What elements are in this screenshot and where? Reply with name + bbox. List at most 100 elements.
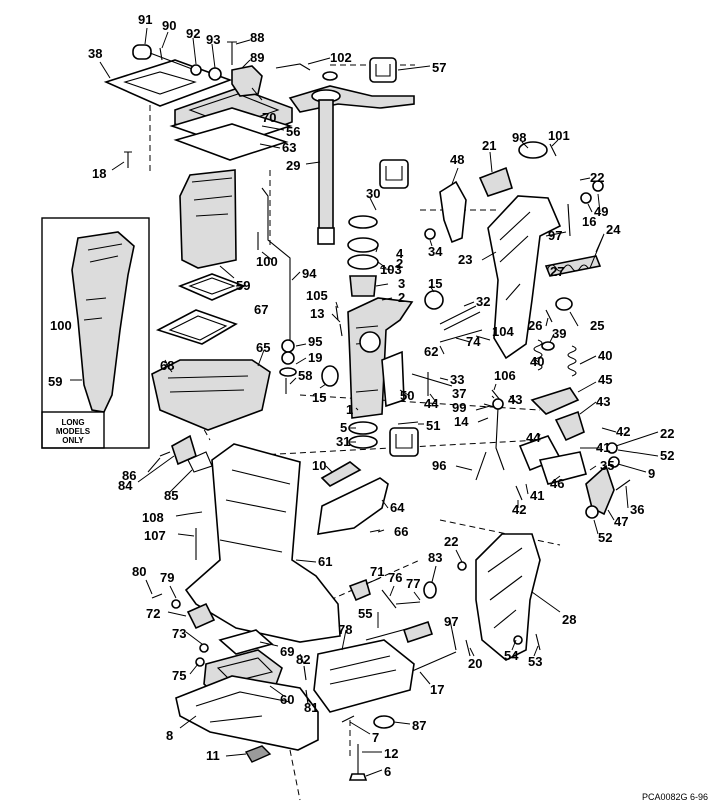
swivel-bracket-group [321, 159, 505, 471]
callout-43b: 43 [596, 394, 610, 409]
screw-101 [549, 143, 557, 157]
callout-77: 77 [406, 576, 420, 591]
callout-48: 48 [450, 152, 464, 167]
callout-19: 19 [308, 350, 322, 365]
spring-27 [547, 264, 589, 272]
steering-group [275, 57, 415, 245]
tilt-lever-21 [478, 166, 513, 197]
callout-75: 75 [172, 668, 186, 683]
exhaust-housing-group [151, 169, 297, 431]
link-48 [439, 180, 467, 244]
bolt-51 [397, 421, 419, 425]
callout-6: 6 [384, 764, 391, 779]
washer-49 [592, 180, 604, 192]
callout-56: 56 [286, 124, 300, 139]
callout-27: 27 [550, 264, 564, 279]
callout-53: 53 [528, 654, 542, 669]
inset-note-line-1: LONG [61, 418, 84, 427]
washer-93 [208, 67, 222, 81]
nut-6 [348, 773, 368, 781]
callout-71: 71 [370, 564, 384, 579]
callout-44b: 44 [526, 430, 541, 445]
callout-7: 7 [372, 730, 379, 745]
callout-44a: 44 [424, 396, 439, 411]
callout-22b: 22 [660, 426, 674, 441]
washer-83 [423, 581, 437, 599]
callout-32: 32 [476, 294, 490, 309]
callout-3: 3 [398, 276, 405, 291]
callout-15a: 15 [428, 276, 442, 291]
callout-38: 38 [88, 46, 102, 61]
steering-arm-29 [288, 85, 415, 113]
callout-18: 18 [92, 166, 106, 181]
screw-82 [303, 665, 307, 681]
seal-10 [320, 461, 362, 487]
rod-96 [475, 451, 487, 481]
callout-63: 63 [282, 140, 296, 155]
cover-78 [313, 639, 415, 713]
washer-9 [608, 456, 620, 468]
callout-40b: 40 [598, 348, 612, 363]
bushing-5 [348, 421, 378, 435]
screw-20 [465, 639, 471, 657]
callout-64: 64 [390, 500, 405, 515]
cap-39 [541, 341, 555, 351]
screw-80 [151, 593, 163, 599]
callout-95: 95 [308, 334, 322, 349]
callout-66: 66 [394, 524, 408, 539]
bushing-55 [402, 620, 434, 644]
callout-29: 29 [286, 158, 300, 173]
callout-99: 99 [452, 400, 466, 415]
plate-84 [171, 434, 197, 466]
callout-108: 108 [142, 510, 164, 525]
washer-99 [492, 398, 504, 410]
callout-87: 87 [412, 718, 426, 733]
lock-plate-45 [530, 387, 580, 415]
callout-105: 105 [306, 288, 328, 303]
clamp-bracket-28 [475, 533, 541, 661]
lower-pan-8 [175, 675, 319, 751]
callout-85: 85 [164, 488, 178, 503]
callout-84: 84 [118, 478, 133, 493]
callout-9: 9 [648, 466, 655, 481]
callout-92: 92 [186, 26, 200, 41]
callout-104: 104 [492, 324, 514, 339]
callout-61: 61 [318, 554, 332, 569]
bolt-36 [615, 479, 631, 491]
callout-79: 79 [160, 570, 174, 585]
callout-103: 103 [380, 262, 402, 277]
bushing-3 [349, 275, 377, 297]
bolt-108 [187, 511, 203, 515]
callout-83: 83 [428, 550, 442, 565]
pin-32 [439, 305, 481, 331]
shaft-spline [317, 227, 335, 245]
callout-13: 13 [310, 306, 324, 321]
callout-35: 35 [600, 458, 614, 473]
washer-54 [513, 635, 523, 645]
screw-86 [159, 451, 171, 457]
leader-lines [70, 27, 659, 777]
callout-15b: 15 [312, 390, 326, 405]
seal-31 [348, 435, 378, 449]
callout-23: 23 [458, 252, 472, 267]
clamp-bracket-group [409, 533, 541, 673]
inset-note-line-2: MODELS [56, 427, 91, 436]
inset-note-frame [41, 411, 105, 449]
callout-labels: 91 90 92 93 88 89 102 57 38 70 56 63 18 … [48, 12, 674, 779]
rod-17 [409, 651, 457, 673]
bracket-72 [186, 602, 216, 630]
callout-49: 49 [594, 204, 608, 219]
callout-106: 106 [494, 368, 516, 383]
callout-52b: 52 [598, 530, 612, 545]
callout-72: 72 [146, 606, 160, 621]
seal-68 [155, 309, 238, 345]
callout-42a: 42 [616, 424, 630, 439]
callout-37: 37 [452, 386, 466, 401]
callout-8: 8 [166, 728, 173, 743]
exhaust-housing-61 [184, 443, 341, 643]
pin-104 [439, 329, 483, 343]
screw-97b [451, 629, 457, 651]
callout-52a: 52 [660, 448, 674, 463]
callout-102: 102 [330, 50, 352, 65]
callout-31: 31 [336, 434, 350, 449]
